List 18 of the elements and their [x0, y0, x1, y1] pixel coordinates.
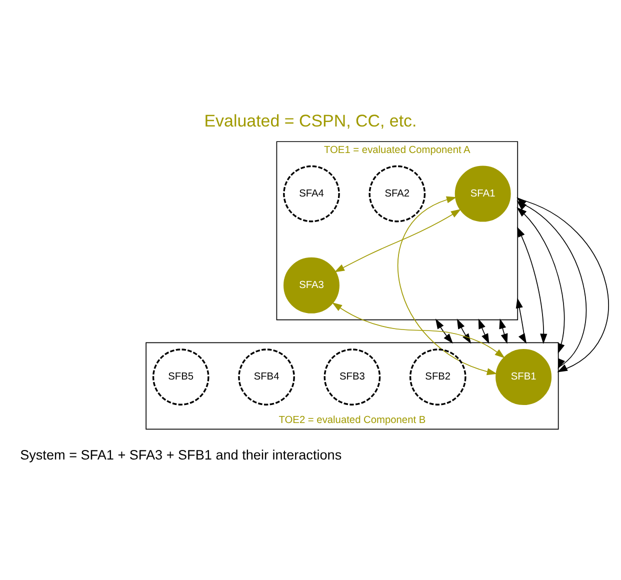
node-circle: SFA1	[454, 165, 511, 222]
label: System = SFA1 + SFA3 + SFB1 and their interactions	[20, 447, 342, 462]
node-circle: SFB4	[238, 348, 295, 405]
node-circle: SFB5	[152, 348, 210, 405]
arrow	[516, 206, 565, 354]
node-circle: SFB2	[409, 348, 466, 405]
arrow	[435, 318, 454, 344]
node-circle: SFA4	[283, 164, 340, 222]
arrow	[398, 196, 498, 375]
arrow	[517, 226, 548, 344]
node-circle: SFA2	[368, 164, 426, 222]
arrow	[478, 318, 490, 344]
arrow	[516, 297, 527, 344]
node-circle: SFB3	[324, 348, 381, 405]
node-circle: SFA3	[284, 256, 340, 313]
arrow	[499, 318, 508, 344]
diagram-title: Evaluated = CSPN, CC, etc.	[204, 110, 417, 130]
arrow	[334, 208, 462, 272]
